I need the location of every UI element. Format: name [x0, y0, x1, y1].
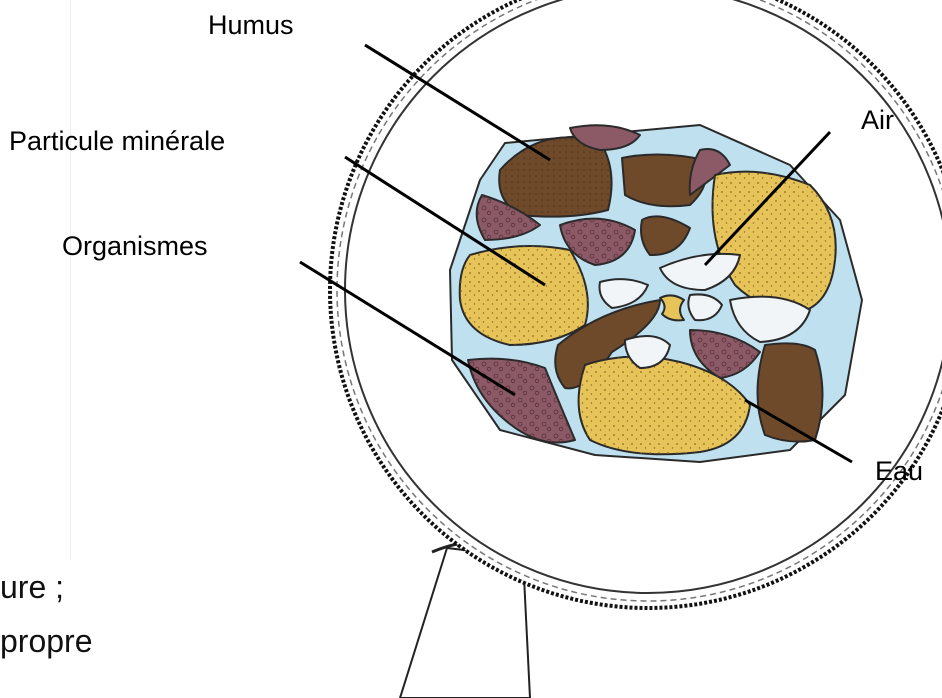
mineral-particle-small — [660, 295, 684, 320]
cropped-text-line-1: ure ; — [0, 571, 64, 603]
label-mineral-particle: Particule minérale — [9, 128, 225, 155]
label-water: Eau — [875, 458, 923, 485]
cropped-text-line-2: propre — [0, 625, 93, 657]
label-humus: Humus — [208, 12, 294, 39]
soil-aggregate — [450, 125, 862, 462]
label-air: Air — [861, 107, 894, 134]
label-organisms: Organismes — [62, 233, 208, 260]
